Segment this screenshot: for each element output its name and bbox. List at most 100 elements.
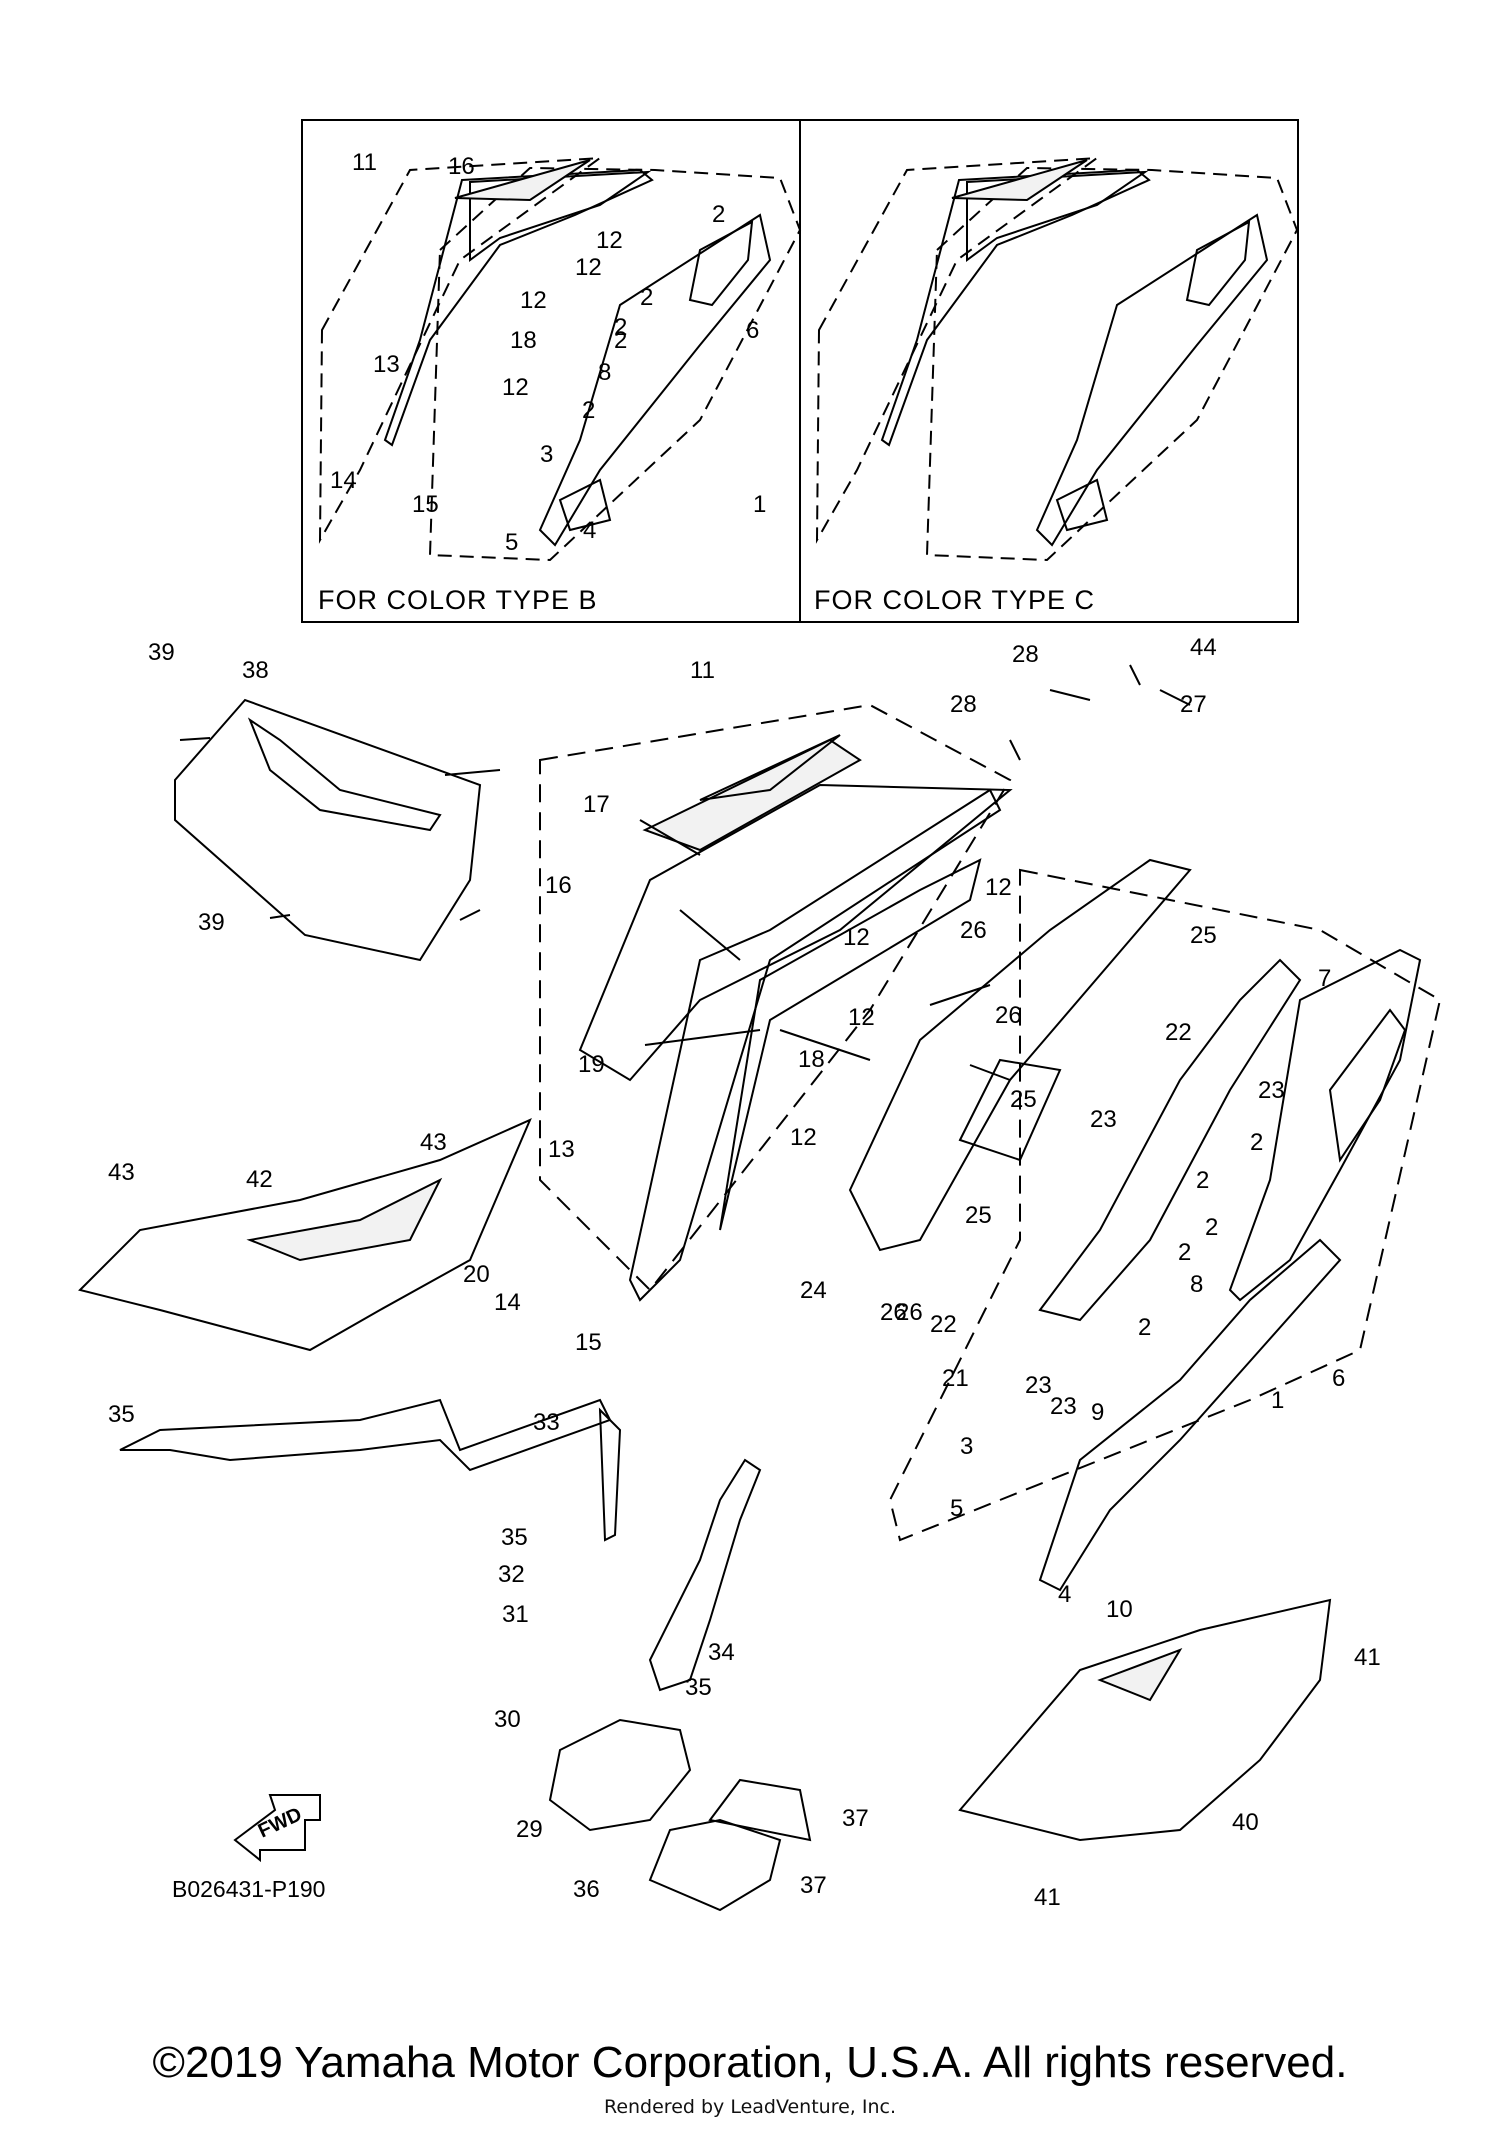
- group-outline-11: [539, 703, 1012, 1292]
- callout-number: 5: [950, 1495, 963, 1522]
- callout-number: 23: [1025, 1372, 1052, 1399]
- callout-number: 35: [501, 1524, 528, 1551]
- callout-number: 2: [582, 397, 595, 424]
- inset-c-art: [815, 156, 1299, 562]
- callout-number: 21: [942, 1365, 969, 1392]
- callout-number: 26: [896, 1299, 923, 1326]
- callout-number: 35: [685, 1674, 712, 1701]
- fwd-arrow-icon: FWD: [233, 1794, 321, 1863]
- callout-number: 2: [1205, 1214, 1218, 1241]
- callout-number: 13: [548, 1136, 575, 1163]
- callout-number: 43: [420, 1129, 447, 1156]
- callout-number: 39: [198, 909, 225, 936]
- callout-number: 2: [640, 284, 653, 311]
- callout-number: 25: [1190, 922, 1217, 949]
- diagram-code: B026431-P190: [172, 1876, 326, 1902]
- callout-number: 33: [533, 1409, 560, 1436]
- part-38-cover: [174, 698, 482, 962]
- callout-number: 9: [1091, 1399, 1104, 1426]
- callout-number: 1: [753, 491, 766, 518]
- callout-number: 28: [950, 691, 977, 718]
- callout-number: 32: [498, 1561, 525, 1588]
- group-outline-1: [888, 868, 1442, 1542]
- callout-number: 16: [448, 153, 475, 180]
- callout-number: 23: [1258, 1077, 1285, 1104]
- callout-number: 38: [242, 657, 269, 684]
- callout-number: 35: [108, 1401, 135, 1428]
- callout-number: 31: [502, 1601, 529, 1628]
- callout-number: 26: [995, 1002, 1022, 1029]
- copyright-notice: ©2019 Yamaha Motor Corporation, U.S.A. A…: [152, 2038, 1348, 2087]
- callout-number: 10: [1106, 1596, 1133, 1623]
- callout-number: 25: [965, 1202, 992, 1229]
- callout-number: 25: [1010, 1086, 1037, 1113]
- callout-number: 20: [463, 1261, 490, 1288]
- callout-number: 5: [505, 529, 518, 556]
- callout-number: 12: [790, 1124, 817, 1151]
- callout-number: 16: [545, 872, 572, 899]
- callout-number: 3: [540, 441, 553, 468]
- callout-number: 37: [800, 1872, 827, 1899]
- callout-number: 12: [502, 374, 529, 401]
- callout-number: 18: [798, 1046, 825, 1073]
- callout-number: 24: [800, 1277, 827, 1304]
- callout-number: 6: [746, 317, 759, 344]
- callout-number: 12: [520, 287, 547, 314]
- callout-number: 17: [583, 791, 610, 818]
- callout-number: 2: [1196, 1167, 1209, 1194]
- callout-number: 29: [516, 1816, 543, 1843]
- callout-number: 41: [1034, 1884, 1061, 1911]
- callout-number: 2: [614, 314, 627, 341]
- callout-number: 22: [1165, 1019, 1192, 1046]
- callout-number: 2: [712, 201, 725, 228]
- callout-number: 4: [1058, 1581, 1071, 1608]
- callout-number: 3: [960, 1433, 973, 1460]
- callout-number: 23: [1090, 1106, 1117, 1133]
- callout-number: 12: [985, 874, 1012, 901]
- callout-number: 30: [494, 1706, 521, 1733]
- callout-number: 2: [1250, 1129, 1263, 1156]
- callout-number: 1: [1271, 1387, 1284, 1414]
- callout-number: 43: [108, 1159, 135, 1186]
- callout-number: 8: [1190, 1271, 1203, 1298]
- callout-number: 2: [614, 327, 627, 354]
- callout-number: 2: [1138, 1314, 1151, 1341]
- callout-number: 39: [148, 639, 175, 666]
- inset-b-art: [318, 156, 802, 562]
- inset-label-type-b: FOR COLOR TYPE B: [318, 585, 598, 615]
- callout-number: 13: [373, 351, 400, 378]
- callout-number: 12: [575, 254, 602, 281]
- callout-number: 28: [1012, 641, 1039, 668]
- callout-number: 15: [575, 1329, 602, 1356]
- callout-number: 14: [494, 1289, 521, 1316]
- callout-number: 8: [598, 359, 611, 386]
- callout-number: 42: [246, 1166, 273, 1193]
- callout-number: 7: [1318, 965, 1331, 992]
- callout-number: 37: [842, 1805, 869, 1832]
- callout-number: 4: [583, 517, 596, 544]
- inset-label-type-c: FOR COLOR TYPE C: [814, 585, 1096, 615]
- callout-number: 34: [708, 1639, 735, 1666]
- callout-number: 6: [1332, 1365, 1345, 1392]
- callout-number: 27: [1180, 691, 1207, 718]
- callout-number: 2: [1178, 1239, 1191, 1266]
- rendered-by-notice: Rendered by LeadVenture, Inc.: [603, 2096, 897, 2118]
- callout-number: 26: [960, 917, 987, 944]
- callout-number: 23: [1050, 1393, 1077, 1420]
- callout-number: 18: [510, 327, 537, 354]
- callout-number: 36: [573, 1876, 600, 1903]
- callout-number: 14: [330, 467, 357, 494]
- callout-number: 12: [596, 227, 623, 254]
- callout-number: 12: [848, 1004, 875, 1031]
- callout-number: 41: [1354, 1644, 1381, 1671]
- callout-number: 40: [1232, 1809, 1259, 1836]
- callout-number: 22: [930, 1311, 957, 1338]
- callout-number: 26: [880, 1299, 907, 1326]
- callout-number: 15: [412, 491, 439, 518]
- callout-number: 11: [352, 149, 377, 176]
- inset-frame-c: [799, 119, 1299, 623]
- callout-number: 11: [690, 657, 715, 684]
